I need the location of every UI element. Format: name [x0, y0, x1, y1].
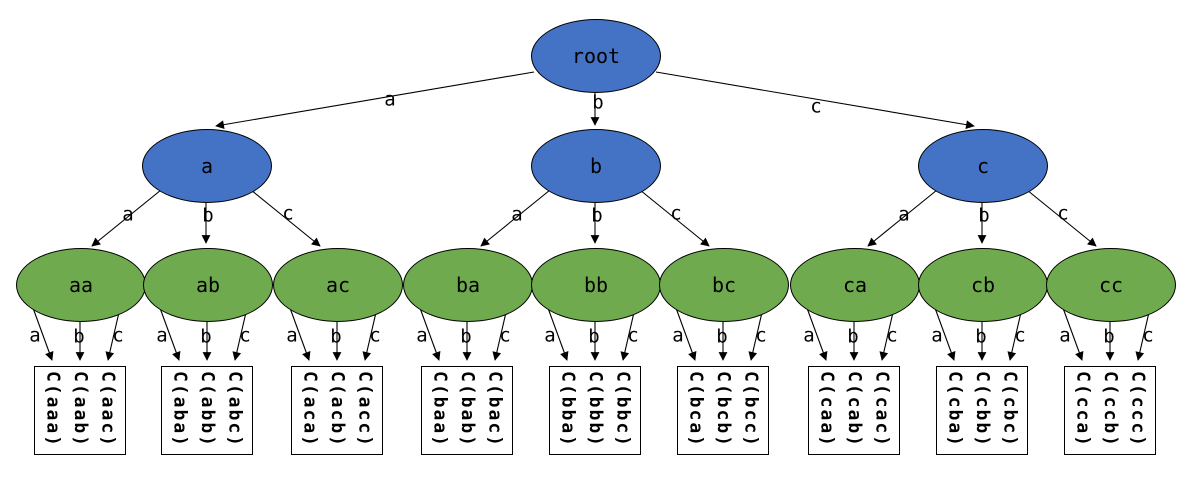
- edge-label-bc-a: a: [672, 324, 684, 347]
- leaf-label: C(caa): [816, 371, 838, 449]
- leaf-box-bc: C(bca) C(bcb) C(bcc): [677, 366, 769, 455]
- leaf-box-ac: C(aca) C(acb) C(acc): [291, 366, 383, 455]
- node-bc: bc: [659, 248, 789, 322]
- leaf-label: C(bbb): [585, 371, 606, 449]
- edge-label-a-aa: a: [122, 203, 134, 226]
- edge-label-cc-b: b: [1103, 325, 1115, 348]
- edge-label-aa-c: c: [112, 324, 124, 347]
- leaf-label: C(cab): [844, 371, 865, 449]
- edge-label-root-b: b: [592, 91, 604, 114]
- edge-label-cb-a: a: [931, 324, 943, 347]
- leaf-label: C(bca): [685, 371, 707, 449]
- leaf-box-cc: C(cca) C(ccb) C(ccc): [1064, 366, 1156, 455]
- edge-label-ac-b: b: [330, 325, 342, 348]
- edge-label-cc-c: c: [1142, 324, 1154, 347]
- node-ac: ac: [273, 248, 403, 322]
- edge-label-c-cb: b: [978, 204, 990, 227]
- leaf-box-aa: C(aaa) C(aab) C(aac): [34, 366, 126, 455]
- edge-label-cb-c: c: [1014, 324, 1026, 347]
- leaf-label: C(cbb): [972, 371, 993, 449]
- leaf-label: C(abb): [197, 371, 218, 449]
- node-ca: ca: [790, 248, 920, 322]
- edge-label-ca-b: b: [847, 325, 859, 348]
- leaf-box-ca: C(caa) C(cab) C(cac): [808, 366, 900, 455]
- leaf-label: C(aac): [97, 371, 119, 449]
- edge-label-bb-b: b: [588, 325, 600, 348]
- edge-label-bb-a: a: [544, 324, 556, 347]
- edge-label-aa-a: a: [29, 324, 41, 347]
- edge-label-ab-b: b: [200, 325, 212, 348]
- edge-label-root-c: c: [810, 95, 822, 118]
- node-aa: aa: [16, 248, 146, 322]
- node-cb: cb: [918, 248, 1048, 322]
- leaf-label: C(bcb): [713, 371, 734, 449]
- edge-label-aa-b: b: [73, 325, 85, 348]
- node-c: c: [918, 129, 1048, 203]
- leaf-label: C(abc): [224, 371, 246, 449]
- leaf-label: C(acc): [354, 371, 376, 449]
- edge-label-ba-c: c: [499, 324, 511, 347]
- edge-label-ab-a: a: [156, 324, 168, 347]
- leaf-label: C(cca): [1072, 371, 1094, 449]
- leaf-label: C(acb): [327, 371, 348, 449]
- edge-label-ba-a: a: [416, 324, 428, 347]
- node-ba: ba: [403, 248, 533, 322]
- leaf-label: C(cbc): [999, 371, 1021, 449]
- leaf-label: C(bab): [457, 371, 478, 449]
- edge-label-ca-a: a: [803, 324, 815, 347]
- leaf-box-ab: C(aba) C(abb) C(abc): [161, 366, 253, 455]
- leaf-label: C(bac): [484, 371, 506, 449]
- leaf-label: C(aab): [70, 371, 91, 449]
- edge-label-bb-c: c: [627, 324, 639, 347]
- edge-label-cc-a: a: [1059, 324, 1071, 347]
- edge-label-root-a: a: [384, 88, 396, 111]
- leaf-label: C(bba): [557, 371, 579, 449]
- edge-label-c-ca: a: [898, 203, 910, 226]
- edge-label-ca-c: c: [886, 324, 898, 347]
- leaf-label: C(aaa): [42, 371, 64, 449]
- edge-label-a-ac: c: [282, 202, 294, 225]
- leaf-label: C(ccb): [1100, 371, 1121, 449]
- edge-label-ac-a: a: [286, 324, 298, 347]
- node-b: b: [531, 129, 661, 203]
- edge-label-bc-c: c: [755, 324, 767, 347]
- edge-label-ab-c: c: [239, 324, 251, 347]
- leaf-box-ba: C(baa) C(bab) C(bac): [421, 366, 513, 455]
- leaf-label: C(cba): [944, 371, 966, 449]
- leaf-label: C(ccc): [1127, 371, 1149, 449]
- edge-label-bc-b: b: [716, 325, 728, 348]
- leaf-label: C(aca): [299, 371, 321, 449]
- node-root: root: [531, 19, 661, 93]
- edge-label-ba-b: b: [460, 325, 472, 348]
- leaf-box-cb: C(cba) C(cbb) C(cbc): [936, 366, 1028, 455]
- edge-label-b-bc: c: [670, 202, 682, 225]
- edge-label-a-ab: b: [202, 204, 214, 227]
- node-cc: cc: [1046, 248, 1176, 322]
- edge-label-b-ba: a: [511, 203, 523, 226]
- leaf-label: C(baa): [429, 371, 451, 449]
- leaf-box-bb: C(bba) C(bbb) C(bbc): [549, 366, 641, 455]
- leaf-label: C(bbc): [612, 371, 634, 449]
- leaf-label: C(aba): [169, 371, 191, 449]
- edge-label-b-bb: b: [591, 204, 603, 227]
- node-a: a: [142, 129, 272, 203]
- node-ab: ab: [143, 248, 273, 322]
- leaf-label: C(bcc): [740, 371, 762, 449]
- edge-label-cb-b: b: [975, 325, 987, 348]
- node-bb: bb: [531, 248, 661, 322]
- leaf-label: C(cac): [871, 371, 893, 449]
- edge-label-ac-c: c: [369, 324, 381, 347]
- edge-label-c-cc: c: [1057, 202, 1069, 225]
